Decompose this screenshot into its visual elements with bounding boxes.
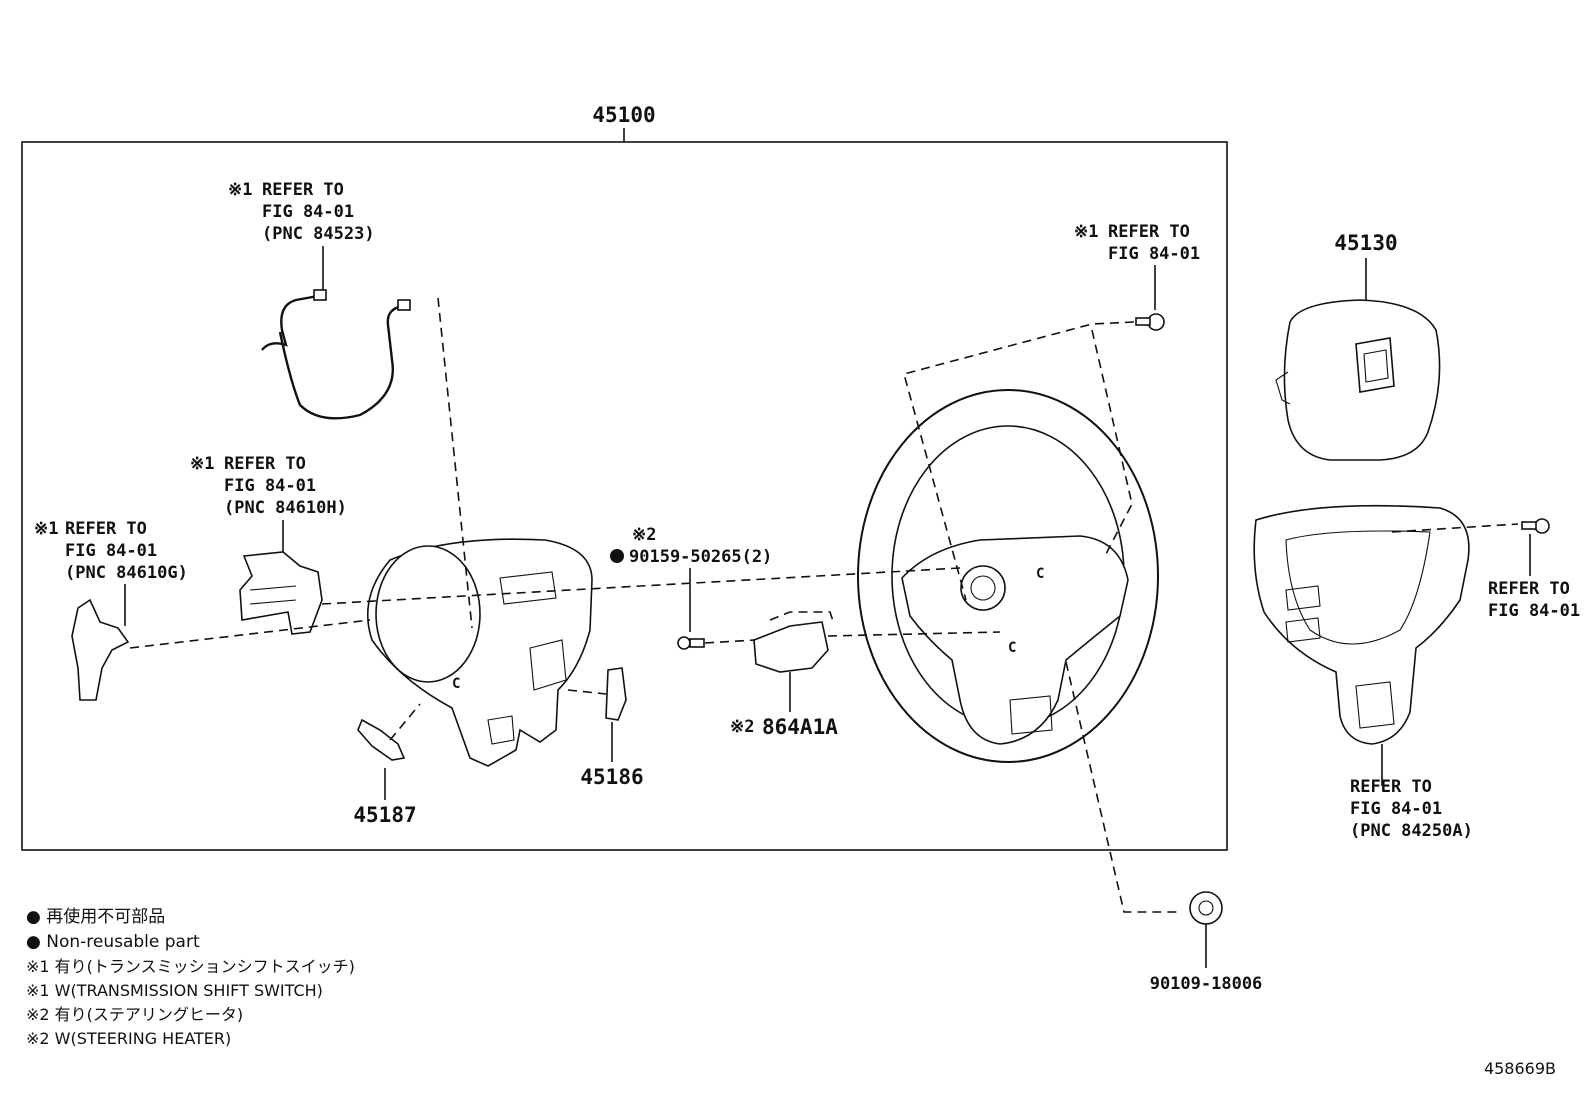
lower-cover-right-part — [605, 667, 627, 721]
wheel-screw-icon — [1135, 313, 1165, 331]
svg-text:FIG 84-01: FIG 84-01 — [224, 476, 316, 496]
ref-switch-paddle: ※1 REFER TO FIG 84-01 (PNC 84610G) — [34, 519, 188, 583]
legend-line-6: ※2 W(STEERING HEATER) — [26, 1029, 231, 1048]
svg-text:※1: ※1 — [190, 454, 214, 474]
svg-text:REFER TO: REFER TO — [65, 519, 147, 539]
lower-cover-left-part — [357, 718, 406, 761]
svg-text:※1: ※1 — [1074, 222, 1098, 242]
paddle-switch — [71, 598, 130, 701]
part-864A1A: 864A1A — [762, 715, 838, 739]
harness-connector-a — [313, 289, 327, 301]
wire-harness — [261, 294, 405, 420]
screw-icon — [677, 636, 705, 650]
part-45130: 45130 — [1334, 231, 1397, 255]
svg-text:REFER TO: REFER TO — [1350, 777, 1432, 797]
legend-line-4: ※1 W(TRANSMISSION SHIFT SWITCH) — [26, 981, 323, 1000]
svg-text:FIG 84-01: FIG 84-01 — [1108, 244, 1200, 264]
part-45186: 45186 — [580, 765, 643, 789]
svg-text:FIG 84-01: FIG 84-01 — [1350, 799, 1442, 819]
svg-text:※1: ※1 — [228, 180, 252, 200]
ref-right-cover: REFER TO FIG 84-01 (PNC 84250A) — [1350, 777, 1473, 841]
part-45187: 45187 — [353, 803, 416, 827]
svg-text:REFER TO: REFER TO — [1488, 579, 1570, 599]
steering-wheel-spoke — [901, 535, 1129, 745]
svg-text:REFER TO: REFER TO — [224, 454, 306, 474]
svg-text:※1: ※1 — [34, 519, 58, 539]
ref-switch-upper: ※1 REFER TO FIG 84-01 (PNC 84610H) — [190, 454, 347, 518]
steering-wheel-hub — [960, 565, 1006, 611]
svg-text:※2: ※2 — [730, 717, 754, 737]
drawing-id: 458669B — [1484, 1059, 1556, 1078]
right-screw-icon — [1521, 518, 1550, 534]
svg-text:90159-50265(2): 90159-50265(2) — [629, 547, 772, 567]
svg-text:(PNC 84610G): (PNC 84610G) — [65, 563, 188, 583]
ref-screw: ※2 90159-50265(2) — [610, 525, 772, 567]
rear-cover — [1253, 504, 1470, 745]
ref-right-screw: REFER TO FIG 84-01 — [1488, 579, 1580, 621]
lower-cover-hub-opening — [375, 545, 481, 683]
svg-text:FIG 84-01: FIG 84-01 — [1488, 601, 1580, 621]
svg-text:REFER TO: REFER TO — [1108, 222, 1190, 242]
svg-text:FIG 84-01: FIG 84-01 — [65, 541, 157, 561]
legend-line-5: ※2 有り(ステアリングヒータ) — [26, 1005, 243, 1024]
ref-wire-harness: ※1 REFER TO FIG 84-01 (PNC 84523) — [228, 180, 375, 244]
svg-text:(PNC 84250A): (PNC 84250A) — [1350, 821, 1473, 841]
ref-wheel-screw: ※1 REFER TO FIG 84-01 — [1074, 222, 1200, 264]
legend-line-2: ● Non-reusable part — [26, 932, 200, 952]
svg-text:C: C — [1008, 640, 1016, 656]
airbag-emblem — [1355, 337, 1395, 393]
heater-sensor — [753, 621, 829, 673]
svg-text:※2: ※2 — [632, 525, 656, 545]
svg-text:(PNC 84610H): (PNC 84610H) — [224, 498, 347, 518]
svg-text:(PNC 84523): (PNC 84523) — [262, 224, 375, 244]
legend: ● 再使用不可部品 ● Non-reusable part ※1 有り(トランス… — [26, 906, 355, 1048]
non-reusable-dot — [610, 549, 624, 563]
svg-text:C: C — [452, 676, 460, 692]
legend-line-3: ※1 有り(トランスミッションシフトスイッチ) — [26, 957, 355, 976]
assembly-part-number: 45100 — [592, 103, 655, 127]
svg-text:FIG 84-01: FIG 84-01 — [262, 202, 354, 222]
part-90109-18006: 90109-18006 — [1150, 974, 1263, 994]
svg-text:C: C — [1036, 566, 1044, 582]
center-bolt-icon — [1189, 891, 1223, 925]
svg-text:REFER TO: REFER TO — [262, 180, 344, 200]
legend-line-1: ● 再使用不可部品 — [26, 906, 165, 927]
steering-switch-upper — [239, 551, 323, 635]
harness-connector-b — [397, 299, 411, 311]
